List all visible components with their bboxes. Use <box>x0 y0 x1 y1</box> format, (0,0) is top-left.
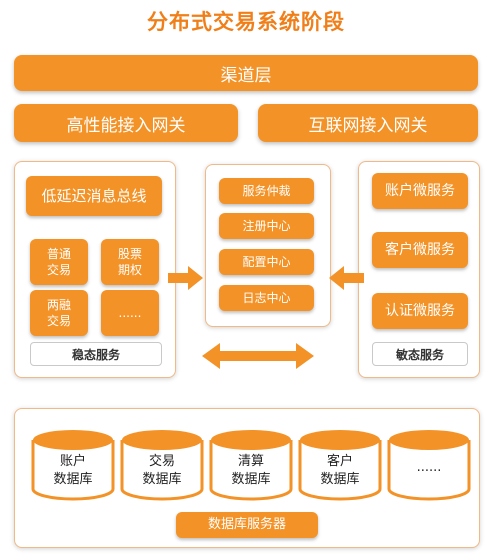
channel-layer-bar: 渠道层 <box>14 55 478 91</box>
config-center-box: 配置中心 <box>219 249 314 275</box>
log-center-box: 日志中心 <box>219 285 314 311</box>
more-database-label: ...... <box>416 460 442 475</box>
service-arbitration-box: 服务仲裁 <box>219 178 314 204</box>
trading-database: 交易 数据库 <box>119 428 205 502</box>
trading-database-label: 交易 数据库 <box>142 454 182 487</box>
clearing-database-label: 清算 数据库 <box>231 454 271 487</box>
database-cylinder-icon <box>209 430 293 501</box>
stock-options-box: 股票 期权 <box>101 239 159 285</box>
database-cylinder-icon <box>387 430 471 501</box>
customer-microservice-box: 客户微服务 <box>372 232 468 268</box>
ordinary-trading-box: 普通 交易 <box>30 239 88 285</box>
double-arrow-icon <box>202 343 314 369</box>
customer-database: 客户 数据库 <box>297 428 383 502</box>
agile-services-label: 敏态服务 <box>372 342 468 366</box>
database-cylinder-icon <box>31 430 115 501</box>
clearing-database: 清算 数据库 <box>208 428 294 502</box>
left-arrow-icon <box>329 266 364 290</box>
customer-database-label: 客户 数据库 <box>320 454 360 487</box>
database-server-bar: 数据库服务器 <box>176 512 318 538</box>
more-services-box: ...... <box>101 290 159 336</box>
account-database: 账户 数据库 <box>30 428 116 502</box>
low-latency-bus: 低延迟消息总线 <box>26 176 162 216</box>
database-cylinder-icon <box>120 430 204 501</box>
registry-center-box: 注册中心 <box>219 213 314 239</box>
auth-microservice-box: 认证微服务 <box>372 293 468 329</box>
more-database: ...... <box>386 428 472 502</box>
account-microservice-box: 账户微服务 <box>372 173 468 209</box>
high-performance-gateway: 高性能接入网关 <box>14 104 238 142</box>
account-database-label: 账户 数据库 <box>53 454 93 487</box>
right-arrow-icon <box>168 266 203 290</box>
internet-gateway: 互联网接入网关 <box>258 104 478 142</box>
steady-services-label: 稳态服务 <box>30 342 162 366</box>
margin-trading-box: 两融 交易 <box>30 290 88 336</box>
database-cylinder-icon <box>298 430 382 501</box>
diagram-title: 分布式交易系统阶段 <box>147 10 345 34</box>
